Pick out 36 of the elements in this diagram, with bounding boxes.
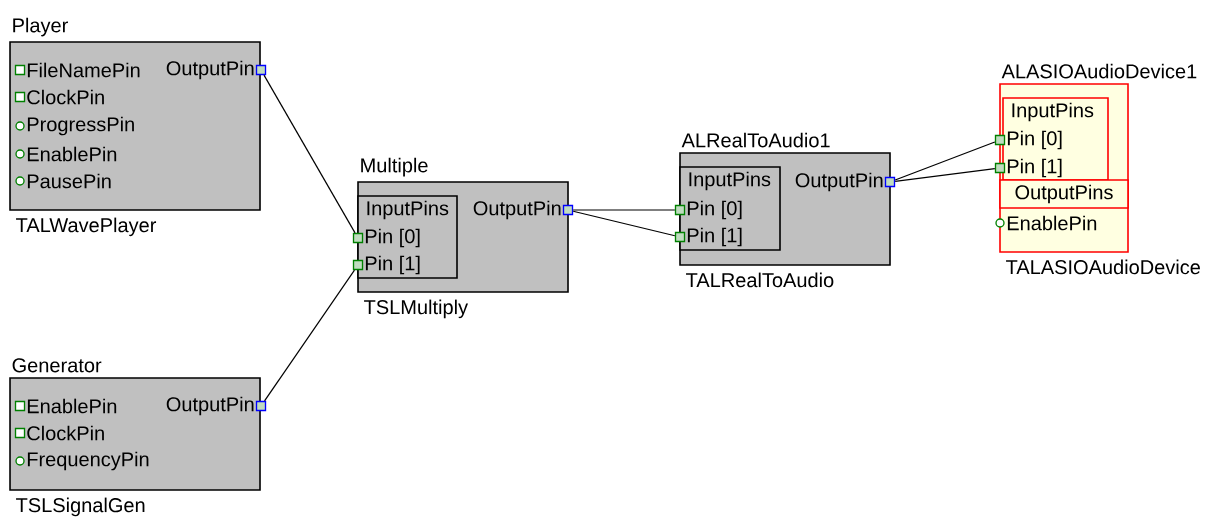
component-title: ALRealToAudio1 <box>681 132 830 148</box>
connector-line <box>263 269 356 402</box>
connector-line <box>894 141 996 181</box>
pin-label: Pin [1] <box>687 227 742 247</box>
pin-label: Pin [0] <box>687 200 742 220</box>
pin-label: FileNamePin <box>27 62 140 78</box>
component-title: Generator <box>12 358 102 373</box>
type-label: TSLMultiply <box>364 299 468 319</box>
pin-label: EnablePin <box>1007 215 1097 231</box>
component-title: Multiple <box>361 157 428 177</box>
component-title: Player <box>13 17 68 37</box>
pin-label: OutputPin <box>166 60 254 80</box>
connector-line <box>572 209 676 211</box>
pin-label: FrequencyPin <box>27 451 149 471</box>
pin-label: OutputPin <box>166 396 254 416</box>
type-label: TALASIOAudioDevice <box>1006 259 1200 275</box>
pin-group-band: OutputPins <box>999 179 1129 209</box>
type-label: TALRealToAudio <box>686 272 834 288</box>
connector-line <box>263 74 356 234</box>
component-title: ALASIOAudioDevice1 <box>1001 63 1197 79</box>
pin-label: ProgressPin <box>27 116 134 136</box>
pin-label: EnablePin <box>27 398 117 414</box>
pin-label: Pin [0] <box>365 228 420 248</box>
pin-label: OutputPin <box>473 200 561 220</box>
pin-label: ClockPin <box>27 89 104 105</box>
pin-label: Pin [1] <box>365 255 420 275</box>
connector-line <box>894 168 996 182</box>
type-label: TALWavePlayer <box>16 217 157 237</box>
pin-label: Pin [1] <box>1007 158 1062 178</box>
connector-line <box>572 210 676 237</box>
type-label: TSLSignalGen <box>16 497 145 517</box>
pin-label: OutputPin <box>795 172 883 192</box>
pin-label: PausePin <box>27 173 111 189</box>
pin-label: EnablePin <box>27 146 117 162</box>
pin-label: Pin [0] <box>1007 130 1062 150</box>
pin-label: ClockPin <box>27 425 104 441</box>
